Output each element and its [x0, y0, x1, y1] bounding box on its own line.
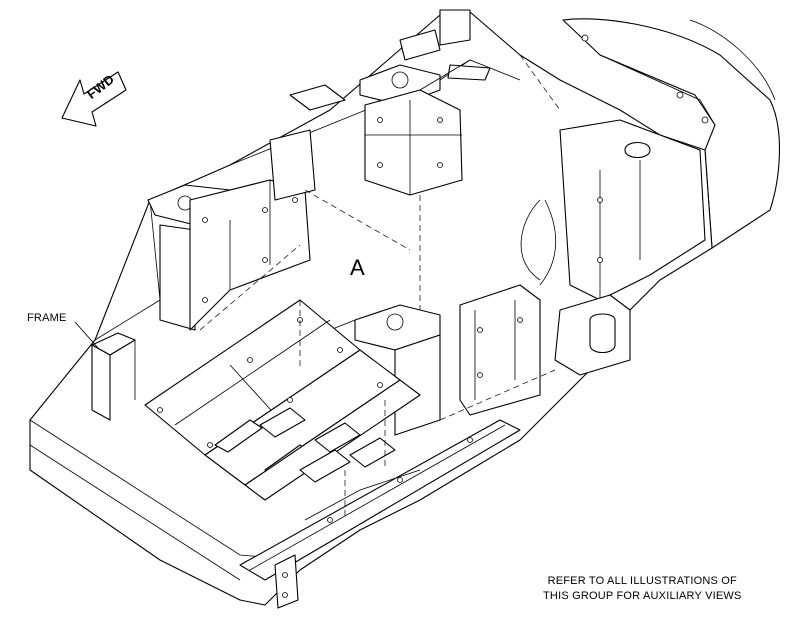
upper-brackets [269, 9, 471, 201]
side-cover-panel [562, 18, 781, 249]
view-letter-label: A [350, 255, 365, 280]
right-rear-assembly [520, 119, 706, 376]
front-step-plate [239, 419, 521, 609]
floor-plates [144, 299, 421, 501]
reference-note-line-1: REFER TO ALL ILLUSTRATIONS OF [547, 575, 737, 587]
forward-arrow-icon [61, 71, 127, 127]
reference-lines [199, 54, 561, 520]
center-upper-tower [359, 59, 521, 196]
frame-callout-label: FRAME [27, 312, 67, 324]
left-side-panel [189, 179, 311, 331]
frame-leader-line [74, 321, 99, 349]
front-center-tower [354, 284, 541, 436]
reference-note: REFER TO ALL ILLUSTRATIONS OF THIS GROUP… [543, 574, 742, 604]
reference-note-line-2: THIS GROUP FOR AUXILIARY VIEWS [543, 590, 742, 602]
frame-bracket [91, 332, 136, 421]
